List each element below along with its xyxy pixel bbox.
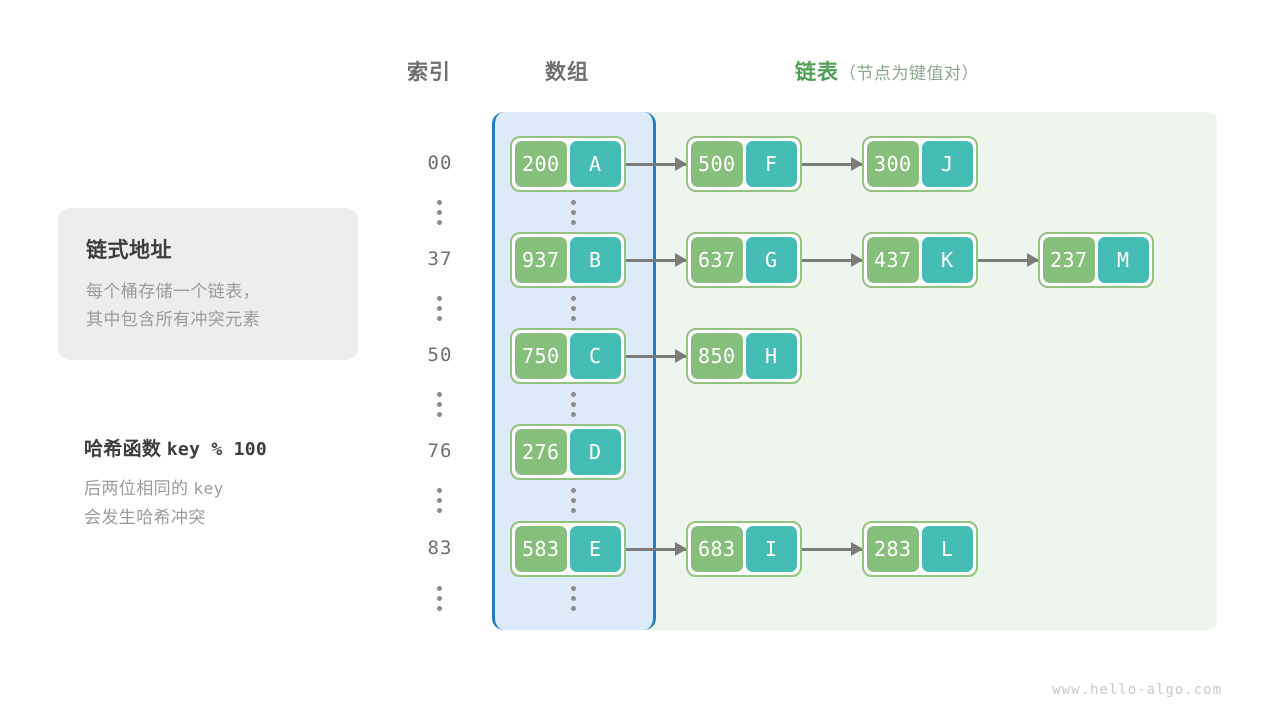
hash-note-line-1-code: key <box>193 479 224 498</box>
info-card-title: 链式地址 <box>86 239 172 262</box>
next-pointer-arrow-icon <box>802 253 863 267</box>
node-value: H <box>745 333 797 379</box>
header-linked-list-sub: （节点为键值对） <box>839 64 979 83</box>
node-key: 437 <box>867 237 919 283</box>
array-ellipsis-icon <box>571 392 577 417</box>
index-ellipsis-icon <box>437 200 443 225</box>
node-value: I <box>745 526 797 572</box>
info-card-body: 每个桶存储一个链表， 其中包含所有冲突元素 <box>86 278 358 334</box>
array-ellipsis-icon <box>571 200 577 225</box>
array-ellipsis-icon <box>571 488 577 513</box>
node-key: 583 <box>515 526 567 572</box>
node-value: D <box>569 429 621 475</box>
node-value: J <box>921 141 973 187</box>
array-ellipsis-icon <box>571 296 577 321</box>
info-card-line-1: 每个桶存储一个链表， <box>86 282 260 301</box>
node-value: A <box>569 141 621 187</box>
info-card-line-2: 其中包含所有冲突元素 <box>86 310 260 330</box>
node-key: 750 <box>515 333 567 379</box>
node-value: F <box>745 141 797 187</box>
next-pointer-arrow-icon <box>626 157 687 171</box>
next-pointer-arrow-icon <box>626 542 687 556</box>
hash-function-body: 后两位相同的 key 会发生哈希冲突 <box>84 475 404 533</box>
hash-note-line-2: 会发生哈希冲突 <box>84 507 206 527</box>
index-label: 76 <box>427 440 453 462</box>
node-value: L <box>921 526 973 572</box>
next-pointer-arrow-icon <box>626 253 687 267</box>
node-key: 237 <box>1043 237 1095 283</box>
index-label: 00 <box>427 152 453 174</box>
next-pointer-arrow-icon <box>978 253 1039 267</box>
header-array: 数组 <box>545 61 589 84</box>
index-label: 37 <box>427 248 453 270</box>
watermark: www.hello-algo.com <box>1052 682 1222 698</box>
node-key: 283 <box>867 526 919 572</box>
index-ellipsis-icon <box>437 392 443 417</box>
index-label: 50 <box>427 344 453 366</box>
chaining-info-card: 链式地址 每个桶存储一个链表， 其中包含所有冲突元素 <box>58 208 358 360</box>
node-value: B <box>569 237 621 283</box>
next-pointer-arrow-icon <box>802 157 863 171</box>
node-key: 276 <box>515 429 567 475</box>
hash-note-line-1-text: 后两位相同的 <box>84 479 189 498</box>
hash-function-label: 哈希函数 <box>84 439 162 460</box>
hash-function-title: 哈希函数 key % 100 <box>84 434 404 461</box>
header-linked-list: 链表（节点为键值对） <box>795 56 979 86</box>
node-key: 850 <box>691 333 743 379</box>
node-value: M <box>1097 237 1149 283</box>
node-key: 637 <box>691 237 743 283</box>
index-ellipsis-icon <box>437 296 443 321</box>
node-key: 300 <box>867 141 919 187</box>
index-ellipsis-icon <box>437 488 443 513</box>
next-pointer-arrow-icon <box>626 349 687 363</box>
hash-note-line-1: 后两位相同的 key <box>84 475 404 504</box>
index-label: 83 <box>427 537 453 559</box>
index-column: 00 37 50 76 83 <box>400 112 480 630</box>
next-pointer-arrow-icon <box>802 542 863 556</box>
header-linked-list-main: 链表 <box>795 61 839 84</box>
node-key: 683 <box>691 526 743 572</box>
header-index: 索引 <box>407 61 451 84</box>
node-value: K <box>921 237 973 283</box>
node-value: E <box>569 526 621 572</box>
array-ellipsis-icon <box>571 586 577 611</box>
hash-function-note: 哈希函数 key % 100 后两位相同的 key 会发生哈希冲突 <box>84 434 404 533</box>
index-ellipsis-icon <box>437 586 443 611</box>
node-key: 500 <box>691 141 743 187</box>
node-value: C <box>569 333 621 379</box>
node-key: 937 <box>515 237 567 283</box>
node-key: 200 <box>515 141 567 187</box>
hash-function-expression: key % 100 <box>166 439 268 460</box>
node-value: G <box>745 237 797 283</box>
